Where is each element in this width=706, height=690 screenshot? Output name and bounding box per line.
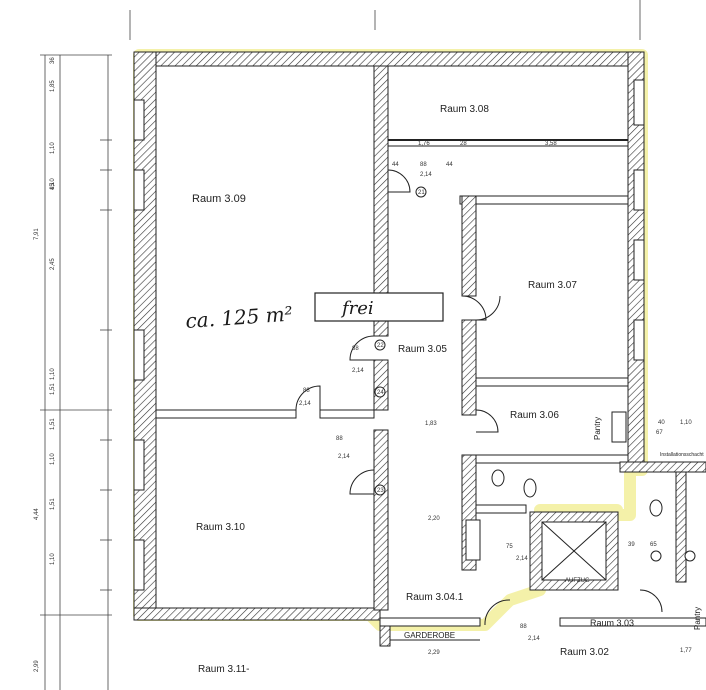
left-dimension-label: 36 [50,57,56,64]
interior-dimension-label: 88 [520,624,527,630]
left-dimension-label: 1,51 [50,418,56,430]
room-label-3-07: Raum 3.07 [528,280,577,291]
room-label-3-02: Raum 3.02 [560,647,609,658]
interior-dimension-label: 2,14 [299,401,311,407]
interior-dimension-label: 88 [336,436,343,442]
svg-text:23: 23 [377,488,384,494]
svg-text:21: 21 [418,190,425,196]
interior-dimension-label: 88 [352,346,359,352]
interior-dimension-label: 2,29 [428,650,440,656]
interior-dimension-label: 1,10 [680,420,692,426]
left-dimension-label: 4,44 [34,508,40,520]
sanitary-fixtures [465,411,696,562]
left-dimension-label: 2,99 [34,660,40,672]
garderobe-label: GARDEROBE [404,631,455,640]
room-label-3-05: Raum 3.05 [398,344,447,355]
room-label-3-10: Raum 3.10 [196,522,245,533]
interior-dimension-label: 44 [446,162,453,168]
room-label-3-06: Raum 3.06 [510,410,559,421]
interior-dimension-label: 1,77 [680,648,692,654]
interior-dimension-label: 3,58 [545,141,557,147]
interior-dimension-label: 2,14 [352,368,364,374]
interior-dimension-label: 65 [650,542,657,548]
frei-label-box [314,292,444,322]
interior-dimension-label: 75 [506,544,513,550]
interior-dimension-label: 28 [460,141,467,147]
left-dimension-label: 1,10 [50,453,56,465]
left-dimension-label: 1,10 [50,368,56,380]
room-label-3-11: Raum 3.11- [198,664,250,675]
left-dimension-label: 2,45 [50,258,56,270]
outer-walls [133,51,645,621]
area-annotation: ca. 125 m² [185,302,294,333]
left-dimension-label: 1,10 [50,553,56,565]
left-dimension-label: 1,85 [50,80,56,92]
dimension-labels-left: 361,851,10451,102,451,101,511,101,511,10… [34,57,56,672]
door-swings [295,169,663,626]
door-number-marker: 21 [415,186,427,198]
door-number-markers: 21 22 23 24 [374,186,427,496]
interior-dimension-label: 67 [656,430,663,436]
svg-text:24: 24 [377,390,384,396]
installation-shaft-label: Installationsschacht [660,452,704,458]
pantry-label-bottom: Pantry [693,607,702,630]
left-dimension-label: 7,91 [34,228,40,240]
interior-dimension-label: 2,14 [528,636,540,642]
interior-walls [155,65,706,647]
left-dimension-label: 45 [50,183,56,190]
interior-dimension-label: 1,76 [418,141,430,147]
interior-dimension-label: 2,14 [420,172,432,178]
door-number-marker: 23 [374,484,386,496]
aufzug-label: AUFZUG [565,578,590,584]
left-dimension-label: 1,10 [50,142,56,154]
interior-dimension-label: 2,14 [516,556,528,562]
room-label-3-09: Raum 3.09 [192,193,246,205]
left-dimension-label: 1,10 [50,178,56,190]
interior-dimension-label: 40 [658,420,665,426]
interior-dimension-label: 44 [392,162,399,168]
door-number-marker: 24 [374,386,386,398]
pantry-label-right: Pantry [593,417,602,440]
interior-dimension-label: 88 [303,388,310,394]
interior-dimension-label: 2,14 [338,454,350,460]
frei-annotation: frei [340,298,374,319]
door-number-marker: 22 [374,339,386,351]
interior-dimension-label: 1,83 [425,421,437,427]
interior-dimension-label: 39 [628,542,635,548]
room-label-3-04-1: Raum 3.04.1 [406,592,464,603]
left-dimension-label: 1,51 [50,383,56,395]
dimension-chain-left [40,0,641,690]
room-label-3-03: Raum 3.03 [590,618,634,628]
svg-text:22: 22 [377,343,384,349]
left-dimension-label: 1,51 [50,498,56,510]
interior-dimension-label: 2,20 [428,516,440,522]
room-label-3-08: Raum 3.08 [440,104,489,115]
interior-dimension-label: 88 [420,162,427,168]
